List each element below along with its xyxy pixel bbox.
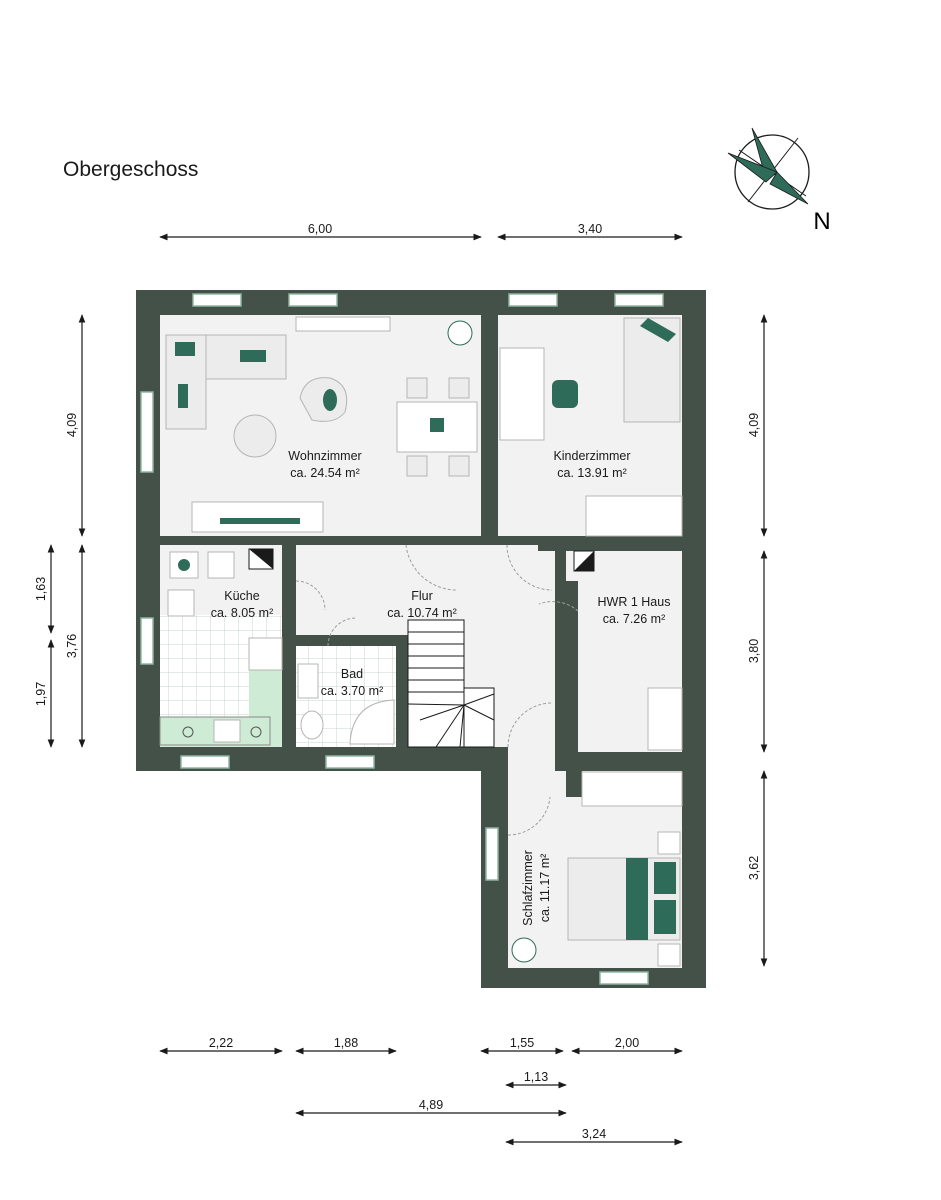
dim-bottom-3: 1,55 — [510, 1036, 534, 1050]
washing-machine-icon — [647, 687, 683, 751]
sink-icon — [213, 719, 241, 743]
dim-left-1: 4,09 — [65, 413, 79, 437]
dim-top-1: 6,00 — [308, 222, 332, 236]
shelf — [295, 316, 391, 332]
room-name-hwr: HWR 1 Haus — [598, 595, 671, 609]
dimension-lines — [47, 233, 768, 1146]
dim-top-2: 3,40 — [578, 222, 602, 236]
furniture — [159, 316, 683, 967]
room-name-kueche: Küche — [224, 589, 259, 603]
room-area-bad: ca. 3.70 m² — [321, 684, 384, 698]
coffee-table — [233, 414, 277, 458]
page-title: Obergeschoss — [63, 158, 199, 181]
room-name-kinderzimmer: Kinderzimmer — [553, 449, 630, 463]
room-area-flur: ca. 10.74 m² — [387, 606, 456, 620]
dim-left-2: 1,63 — [34, 577, 48, 601]
bathtub-icon — [349, 699, 395, 745]
sideboard — [191, 501, 324, 533]
room-name-wohnzimmer: Wohnzimmer — [288, 449, 361, 463]
desk-chair — [552, 380, 578, 408]
room-area-wohnzimmer: ca. 24.54 m² — [290, 466, 359, 480]
toilet-icon — [300, 710, 324, 740]
wardrobe — [585, 495, 683, 537]
compass-ring — [734, 134, 810, 210]
room-name-schlafzimmer: Schlafzimmer — [521, 850, 535, 926]
dim-bottom-6: 4,89 — [419, 1098, 443, 1112]
dim-bottom-2: 1,88 — [334, 1036, 358, 1050]
dim-right-3: 3,62 — [747, 856, 761, 880]
dim-left-3: 3,76 — [65, 634, 79, 658]
dim-bottom-7: 3,24 — [582, 1127, 606, 1141]
windows — [140, 293, 664, 985]
staircase — [407, 619, 495, 748]
interior-walls — [136, 290, 706, 797]
doors — [295, 544, 579, 836]
room-labels: Wohnzimmer ca. 24.54 m² Kinderzimmer ca.… — [211, 449, 671, 926]
plant-icon — [511, 937, 537, 963]
dim-right-2: 3,80 — [747, 639, 761, 663]
bedroom-wardrobe — [581, 771, 683, 807]
plant-icon — [447, 320, 473, 346]
room-area-kinderzimmer: ca. 13.91 m² — [557, 466, 626, 480]
dimension-labels: 6,00 3,40 4,09 1,63 3,76 1,97 4,09 3,80 … — [34, 222, 761, 1141]
room-area-hwr: ca. 7.26 m² — [603, 612, 666, 626]
shower-icon — [297, 663, 319, 699]
dim-right-1: 4,09 — [747, 413, 761, 437]
room-name-bad: Bad — [341, 667, 363, 681]
desk — [499, 347, 545, 441]
room-area-schlafzimmer: ca. 11.17 m² — [538, 854, 552, 923]
room-area-kueche: ca. 8.05 m² — [211, 606, 274, 620]
dim-bottom-4: 2,00 — [615, 1036, 639, 1050]
dim-bottom-1: 2,22 — [209, 1036, 233, 1050]
chimney-icons — [248, 548, 595, 572]
dim-left-4: 1,97 — [34, 682, 48, 706]
compass-label: N — [813, 208, 830, 235]
dim-bottom-5: 1,13 — [524, 1070, 548, 1084]
room-name-flur: Flur — [411, 589, 433, 603]
compass: N — [727, 127, 831, 235]
